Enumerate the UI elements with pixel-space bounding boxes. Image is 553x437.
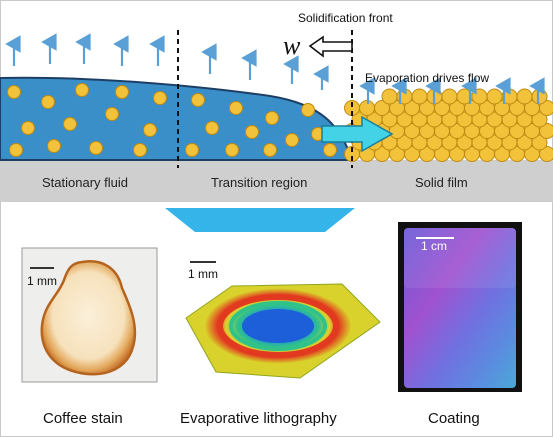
fluid-particle	[21, 121, 35, 135]
film-particle	[531, 111, 548, 128]
scale-label-2: 1 mm	[188, 267, 218, 281]
film-particle	[381, 88, 398, 105]
substrate	[0, 160, 553, 202]
caption-evaporative-lithography: Evaporative lithography	[180, 410, 337, 427]
fluid-particle	[265, 111, 279, 125]
film-particle	[471, 88, 488, 105]
evaporation-arrows	[5, 33, 545, 104]
fluid-particle	[245, 125, 259, 139]
panel-coating: 1 cm Coating	[398, 222, 522, 427]
fluid-particle	[263, 143, 277, 157]
fluid-particle	[225, 143, 239, 157]
fluid-particle	[115, 85, 129, 99]
region-label-solid: Solid film	[415, 175, 468, 190]
fluid-particle	[75, 83, 89, 97]
fluid-particle	[105, 107, 119, 121]
region-label-stationary: Stationary fluid	[42, 175, 128, 190]
fluid-particle	[41, 95, 55, 109]
fluid-particle	[89, 141, 103, 155]
film-particle	[539, 123, 553, 139]
film-particle	[531, 88, 548, 105]
fluid-particle	[301, 103, 315, 117]
film-particle	[539, 100, 553, 116]
caption-coffee-stain: Coffee stain	[43, 410, 123, 427]
panel-evaporative-lithography: 1 mm Evaporative lithography	[180, 261, 381, 427]
film-particle	[486, 88, 503, 105]
fluid-particle	[7, 85, 21, 99]
fluid-particle	[185, 143, 199, 157]
coating-glare	[404, 228, 516, 288]
film-particle	[411, 88, 428, 105]
fluid-particle	[47, 139, 61, 153]
fluid-particle	[63, 117, 77, 131]
flow-arrow	[321, 115, 394, 153]
fluid-particle	[153, 91, 167, 105]
fluid-particle	[205, 121, 219, 135]
coffee-stain-image	[40, 259, 137, 376]
lithography-ring-green	[229, 301, 327, 351]
lithography-ring-red	[217, 294, 339, 358]
fluid-particle	[285, 133, 299, 147]
film-particle	[441, 88, 458, 105]
front-direction-arrow-icon	[308, 35, 353, 58]
scale-label-3: 1 cm	[421, 239, 447, 253]
fluid-particle	[9, 143, 23, 157]
region-label-transition: Transition region	[211, 175, 307, 190]
fluid-particle	[143, 123, 157, 137]
big-down-arrow-icon	[165, 208, 355, 232]
fluid-particle	[323, 143, 337, 157]
fluid-particle	[133, 143, 147, 157]
caption-coating: Coating	[428, 410, 480, 427]
film-particle	[516, 88, 533, 105]
scale-label-1: 1 mm	[27, 274, 57, 288]
evaporation-label: Evaporation drives flow	[365, 71, 489, 85]
solid-film-particles	[344, 88, 553, 162]
solidification-front-label: Solidification front	[298, 11, 393, 25]
velocity-w-label: w	[283, 31, 301, 60]
coating-image	[404, 228, 516, 388]
film-particle	[539, 146, 553, 162]
film-particle	[531, 134, 548, 151]
lithography-center	[242, 309, 314, 343]
fluid-particle	[229, 101, 243, 115]
fluid-particle	[191, 93, 205, 107]
panel-coffee-stain: 1 mm Coffee stain	[21, 247, 158, 427]
